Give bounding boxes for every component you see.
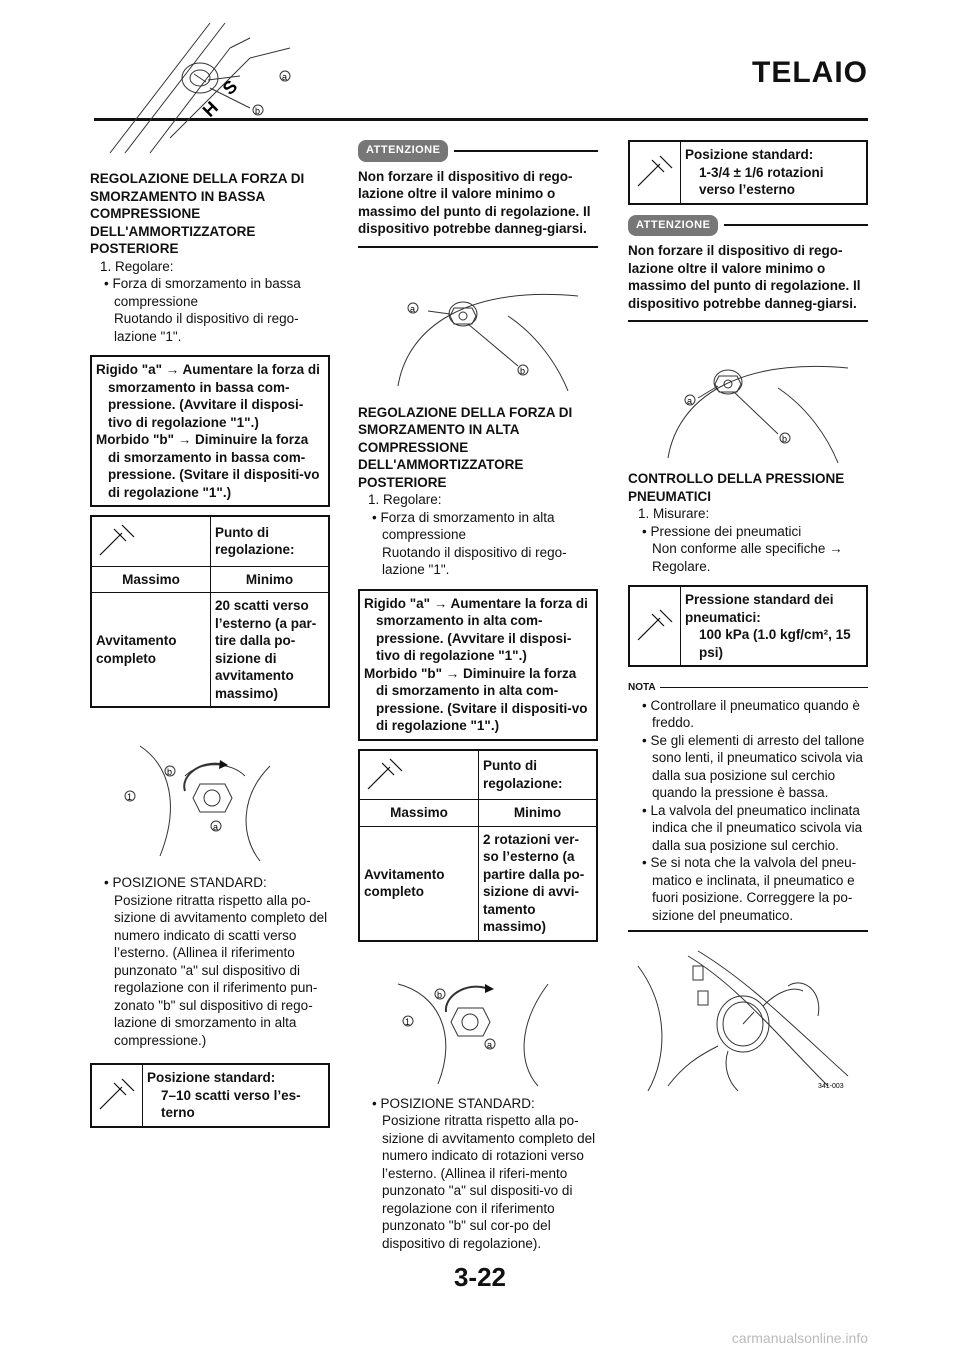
wrench-icon — [90, 1063, 143, 1127]
adjust-direction-box: Rigido "a" → Aumentare la forza di smorz… — [90, 355, 330, 507]
warning-badge: ATTENZIONE — [628, 214, 719, 236]
note-label: NOTA — [628, 682, 656, 693]
table-value-max: Avvitamento completo — [90, 592, 211, 708]
bullet-text: • Forza di smorzamento in alta compressi… — [372, 509, 555, 543]
note-item: • La valvola del pneumatico inclinata in… — [642, 802, 863, 853]
note-list: • Controllare il pneumatico quando è fre… — [628, 697, 868, 925]
warning-text: Non forzare il dispositivo di rego-lazio… — [358, 168, 591, 237]
press-title: Pressione standard dei pneumatici: — [685, 592, 834, 625]
std-position-text: Posizione ritratta rispetto alla po-sizi… — [382, 1113, 596, 1251]
table-value-min: 20 scatti verso l’esterno (a par-tire da… — [210, 592, 330, 708]
warning-rule — [358, 245, 598, 248]
std-position-table: Posizione standard: 7–10 scatti verso l’… — [90, 1063, 330, 1128]
fig2-label-b: b — [437, 990, 442, 1000]
fig-label-b: b — [255, 106, 260, 116]
adjust-direction-box: Rigido "a" → Aumentare la forza di smorz… — [358, 588, 598, 741]
note-header: NOTA — [628, 679, 868, 697]
press-value: 100 kPa (1.0 kgf/cm², 15 psi) — [699, 627, 851, 660]
table-header-max: Massimo — [90, 565, 211, 593]
column-3: Posizione standard: 1-3/4 ± 1/6 rotazion… — [628, 140, 868, 1096]
watermark: carmanualsonline.info — [731, 1330, 868, 1346]
fig-label-a: a — [687, 396, 692, 406]
table-header-max: Massimo — [358, 799, 479, 827]
section-heading-low-compression: REGOLAZIONE DELLA FORZA DI SMORZAMENTO I… — [90, 171, 305, 256]
wrench-icon — [628, 585, 681, 667]
std-value: 1-3/4 ± 1/6 rotazioni verso l’esterno — [699, 164, 824, 198]
page-header-title: TELAIO — [752, 56, 868, 89]
figure-code: 341-003 — [818, 1083, 844, 1090]
note-item: • Se si nota che la valvola del pneu-mat… — [642, 855, 857, 923]
fig-label-h: H — [199, 97, 222, 120]
bullet-text: • Forza di smorzamento in bassa compress… — [104, 276, 301, 309]
std-position-table: Posizione standard: 1-3/4 ± 1/6 rotazion… — [628, 140, 868, 205]
box-line-soft: Morbido "b" → Diminuire la forza di smor… — [364, 665, 588, 734]
figure-low-compression-adjuster: H S a b — [90, 18, 330, 158]
page-number: 3-22 — [453, 1262, 507, 1292]
warning-header: ATTENZIONE — [628, 214, 868, 236]
table-header-min: Minimo — [478, 799, 598, 827]
wrench-icon — [90, 515, 211, 567]
figure-high-compression-adjuster: a b — [358, 266, 598, 396]
wrench-icon — [628, 140, 681, 204]
note-rule — [628, 930, 868, 932]
std-title: Posizione standard: — [685, 147, 814, 162]
table-title: Punto di regolazione: — [478, 749, 598, 800]
header-rule — [94, 118, 868, 121]
std-position-text: Posizione ritratta rispetto alla po-sizi… — [114, 892, 328, 1048]
fig2-label-a: a — [487, 1040, 492, 1050]
tire-pressure-table: Pressione standard dei pneumatici: 100 k… — [628, 585, 868, 667]
step-text: 1. Misurare: — [638, 506, 710, 521]
box-line-stiff: Rigido "a" → Aumentare la forza di smorz… — [96, 362, 320, 430]
fig-label-a: a — [282, 72, 287, 82]
std-value: 7–10 scatti verso l’es-terno — [161, 1087, 301, 1121]
warning-badge: ATTENZIONE — [358, 140, 449, 162]
wrench-icon — [358, 749, 479, 800]
fig-label-b: b — [782, 434, 787, 444]
table-value-min: 2 rotazioni ver-so l’esterno (a partire … — [478, 825, 598, 941]
section-heading-tire-pressure: CONTROLLO DELLA PRESSIONE PNEUMATICI — [628, 471, 845, 504]
section-heading-high-compression: REGOLAZIONE DELLA FORZA DI SMORZAMENTO I… — [358, 404, 573, 490]
figure-high-compression-adjuster-2: a b — [628, 338, 868, 468]
std-position-bullet: • POSIZIONE STANDARD: — [104, 875, 267, 890]
table-value-max: Avvitamento completo — [358, 825, 479, 941]
bullet-text: • Pressione dei pneumatici — [642, 523, 802, 539]
figure-tire-gauge: 341-003 — [628, 946, 868, 1096]
step-text: 1. Regolare: — [368, 492, 442, 507]
warning-header: ATTENZIONE — [358, 140, 598, 162]
fig2-label-a: a — [213, 822, 218, 832]
figure-adjuster-rotation: b 1 a — [90, 736, 330, 866]
std-title: Posizione standard: — [147, 1070, 276, 1085]
fig-label-b: b — [520, 366, 525, 376]
box-line-soft: Morbido "b" → Diminuire la forza di smor… — [96, 432, 320, 500]
fig2-label-b: b — [167, 767, 172, 777]
std-position-bullet: • POSIZIONE STANDARD: — [372, 1095, 535, 1111]
column-2: ATTENZIONE Non forzare il dispositivo di… — [358, 140, 598, 1252]
note-item: • Controllare il pneumatico quando è fre… — [642, 697, 860, 731]
figure-adjuster-rotation: b 1 a — [358, 964, 598, 1089]
note-item: • Se gli elementi di arresto del tallone… — [642, 732, 865, 801]
sub-text: Ruotando il dispositivo di rego-lazione … — [382, 544, 567, 578]
sub-text: Ruotando il dispositivo di rego-lazione … — [114, 311, 299, 344]
table-title: Punto di regolazione: — [210, 515, 330, 567]
warning-rule — [628, 320, 868, 322]
column-1: H S a b REGOLAZIONE DELLA FORZA DI SMORZ… — [90, 0, 330, 1128]
fig-label-a: a — [410, 304, 415, 314]
fig2-label-1: 1 — [405, 1017, 410, 1027]
warning-text: Non forzare il dispositivo di rego-lazio… — [628, 243, 861, 311]
step-text: 1. Regolare: — [100, 258, 174, 274]
adjust-point-table: Punto di regolazione: Massimo Minimo Avv… — [90, 515, 330, 708]
adjust-point-table: Punto di regolazione: Massimo Minimo Avv… — [358, 748, 598, 942]
box-line-stiff: Rigido "a" → Aumentare la forza di smorz… — [364, 595, 588, 664]
sub-text: Non conforme alle specifiche → Regolare. — [652, 541, 843, 574]
fig2-label-1: 1 — [127, 792, 132, 802]
fig-label-s: S — [219, 76, 242, 99]
table-header-min: Minimo — [210, 565, 330, 593]
